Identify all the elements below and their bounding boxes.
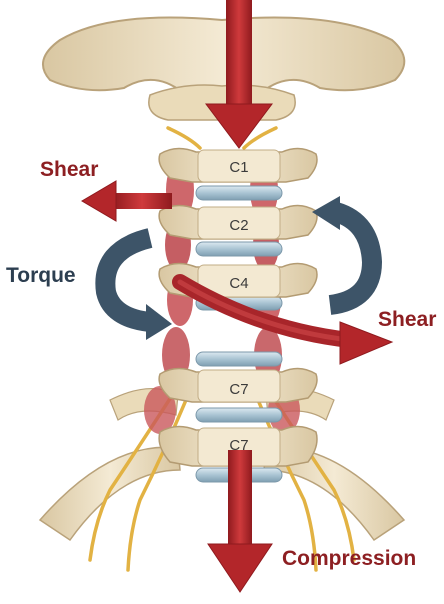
vertebra-label: C1: [229, 159, 248, 176]
vertebra-label: C7: [229, 381, 248, 398]
shear-left-label: Shear: [40, 158, 98, 181]
vertebra-label: C2: [229, 217, 248, 234]
shear-right-label: Shear: [378, 308, 436, 331]
intervertebral-disc: [196, 352, 282, 366]
vertebra-label: C4: [229, 275, 248, 292]
intervertebral-disc: [196, 186, 282, 200]
torque-label: Torque: [6, 264, 76, 287]
intervertebral-disc: [196, 242, 282, 256]
intervertebral-disc: [196, 408, 282, 422]
torque-arrow-left: [105, 238, 172, 340]
torque-arrow-right: [312, 196, 372, 305]
compression-label: Compression: [282, 547, 416, 570]
